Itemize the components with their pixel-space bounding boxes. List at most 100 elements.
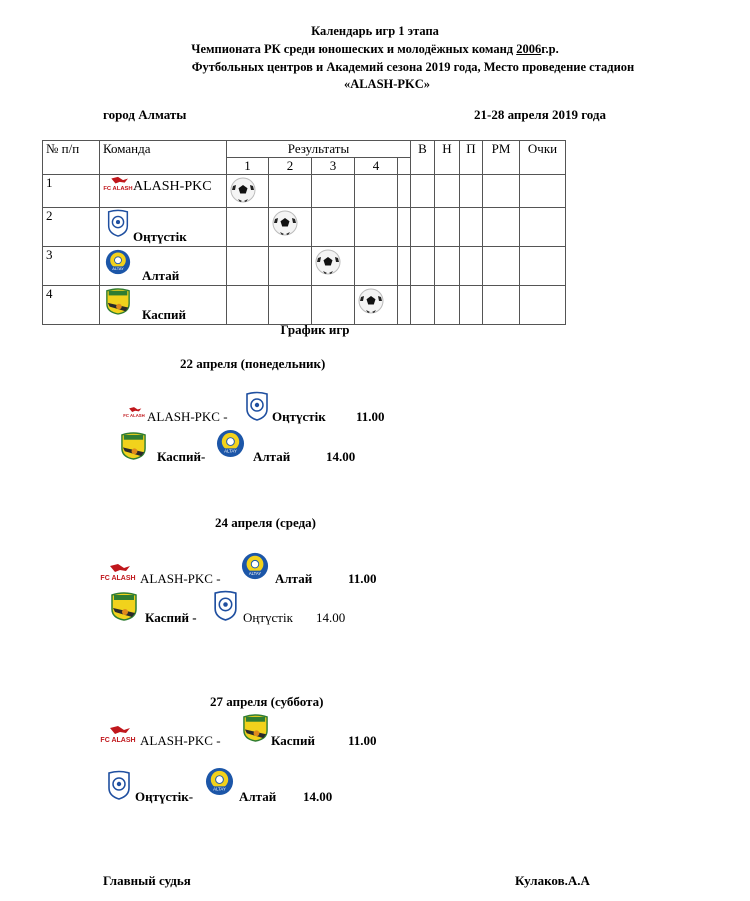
altay-logo-icon: ALTAY <box>105 248 131 276</box>
row-num: 1 <box>42 174 100 208</box>
match-away: Алтай <box>275 571 313 586</box>
match-away: Алтай <box>239 789 277 804</box>
altay-logo-icon: ALTAY <box>205 767 234 796</box>
ontustik-logo-icon <box>213 590 238 621</box>
stat-cell <box>459 246 483 286</box>
result-cell <box>397 174 411 208</box>
match-home: Каспий- <box>157 449 206 464</box>
stat-cell <box>519 207 566 247</box>
result-cell <box>397 207 411 247</box>
header-team: Команда <box>99 140 227 175</box>
football-icon <box>358 288 384 314</box>
svg-text:FC ALASH: FC ALASH <box>103 186 132 192</box>
ontustik-logo-icon <box>107 770 131 800</box>
result-cell <box>397 246 411 286</box>
match-time: 14.00 <box>326 449 356 464</box>
stat-cell <box>482 246 520 286</box>
kaspiy-logo-icon <box>110 591 138 621</box>
header-d: Н <box>434 140 460 175</box>
header-result-2: 2 <box>268 157 312 175</box>
result-cell <box>226 174 269 208</box>
result-cell <box>268 207 312 247</box>
match-time: 11.00 <box>356 409 385 424</box>
header-result-1: 1 <box>226 157 269 175</box>
stat-cell <box>410 246 435 286</box>
altay-logo-icon: ALTAY <box>216 429 245 458</box>
day-2-date: 24 апреля (среда) <box>215 515 316 530</box>
stat-cell <box>410 207 435 247</box>
kaspiy-logo-icon <box>120 431 147 460</box>
stat-cell <box>410 285 435 325</box>
result-cell <box>311 174 355 208</box>
header-l: П <box>459 140 483 175</box>
match-away: Оңтүстік <box>243 610 293 625</box>
stat-cell <box>459 285 483 325</box>
result-cell <box>268 285 312 325</box>
stat-cell <box>434 174 460 208</box>
row-num: 2 <box>42 207 100 247</box>
alash-logo-icon: FC ALASH <box>100 562 136 582</box>
football-icon <box>315 249 341 275</box>
stat-cell <box>519 285 566 325</box>
stat-cell <box>434 285 460 325</box>
alash-logo-icon: FC ALASH <box>123 405 145 419</box>
title-line-3: Футбольных центров и Академий сезона 201… <box>191 60 635 74</box>
header-num: № п/п <box>42 140 100 175</box>
match-away: Оңтүстік <box>272 409 326 424</box>
stat-cell <box>519 174 566 208</box>
stat-cell <box>434 207 460 247</box>
header-result-3: 3 <box>311 157 355 175</box>
ontustik-logo-icon <box>245 391 269 421</box>
match-home: ALASH-PKC - <box>140 733 221 748</box>
svg-text:ALTAY: ALTAY <box>224 449 237 454</box>
header-result-extra <box>397 157 411 175</box>
row-num: 3 <box>42 246 100 286</box>
title-line-4: «ALASH-PKC» <box>343 77 431 91</box>
stat-cell <box>459 207 483 247</box>
result-cell <box>311 207 355 247</box>
stat-cell <box>482 285 520 325</box>
match-time: 14.00 <box>316 610 346 625</box>
match-home: Каспий - <box>145 610 197 625</box>
match-away: Алтай <box>253 449 291 464</box>
standings-table: № п/п Команда Результаты В Н П РМ Очки 1… <box>42 140 566 325</box>
title-line-2: Чемпионата РК среди юношеских и молодёжн… <box>0 42 750 57</box>
ontustik-logo-icon <box>105 209 131 237</box>
result-cell <box>354 174 398 208</box>
result-cell <box>268 246 312 286</box>
stat-cell <box>434 246 460 286</box>
match-away: Каспий <box>271 733 315 748</box>
day-3-date: 27 апреля (суббота) <box>210 694 324 709</box>
city: город Алматы <box>103 107 187 122</box>
stat-cell <box>519 246 566 286</box>
result-cell <box>311 285 355 325</box>
result-cell <box>226 207 269 247</box>
match-time: 14.00 <box>303 789 333 804</box>
header-results: Результаты <box>226 140 411 158</box>
row-team: Оңтүстік <box>99 207 227 247</box>
title-line-2-text: Чемпионата РК среди юношеских и молодёжн… <box>191 42 517 56</box>
match-time: 11.00 <box>348 571 377 586</box>
result-cell <box>354 246 398 286</box>
svg-text:FC ALASH: FC ALASH <box>100 737 135 744</box>
result-cell <box>268 174 312 208</box>
header-result-4: 4 <box>354 157 398 175</box>
alash-logo-icon: FC ALASH <box>103 175 133 192</box>
row-num: 4 <box>42 285 100 325</box>
day-1-date: 22 апреля (понедельник) <box>180 356 326 371</box>
dates: 21-28 апреля 2019 года <box>474 107 607 122</box>
football-icon <box>230 177 256 203</box>
match-home: ALASH-PKC - <box>140 571 221 586</box>
svg-text:ALTAY: ALTAY <box>249 571 262 576</box>
result-cell <box>311 246 355 286</box>
header-w: В <box>410 140 435 175</box>
header-pts: Очки <box>519 140 566 175</box>
result-cell <box>226 246 269 286</box>
kaspiy-logo-icon <box>105 287 131 315</box>
team-name: ALASH-PKC <box>133 179 212 194</box>
